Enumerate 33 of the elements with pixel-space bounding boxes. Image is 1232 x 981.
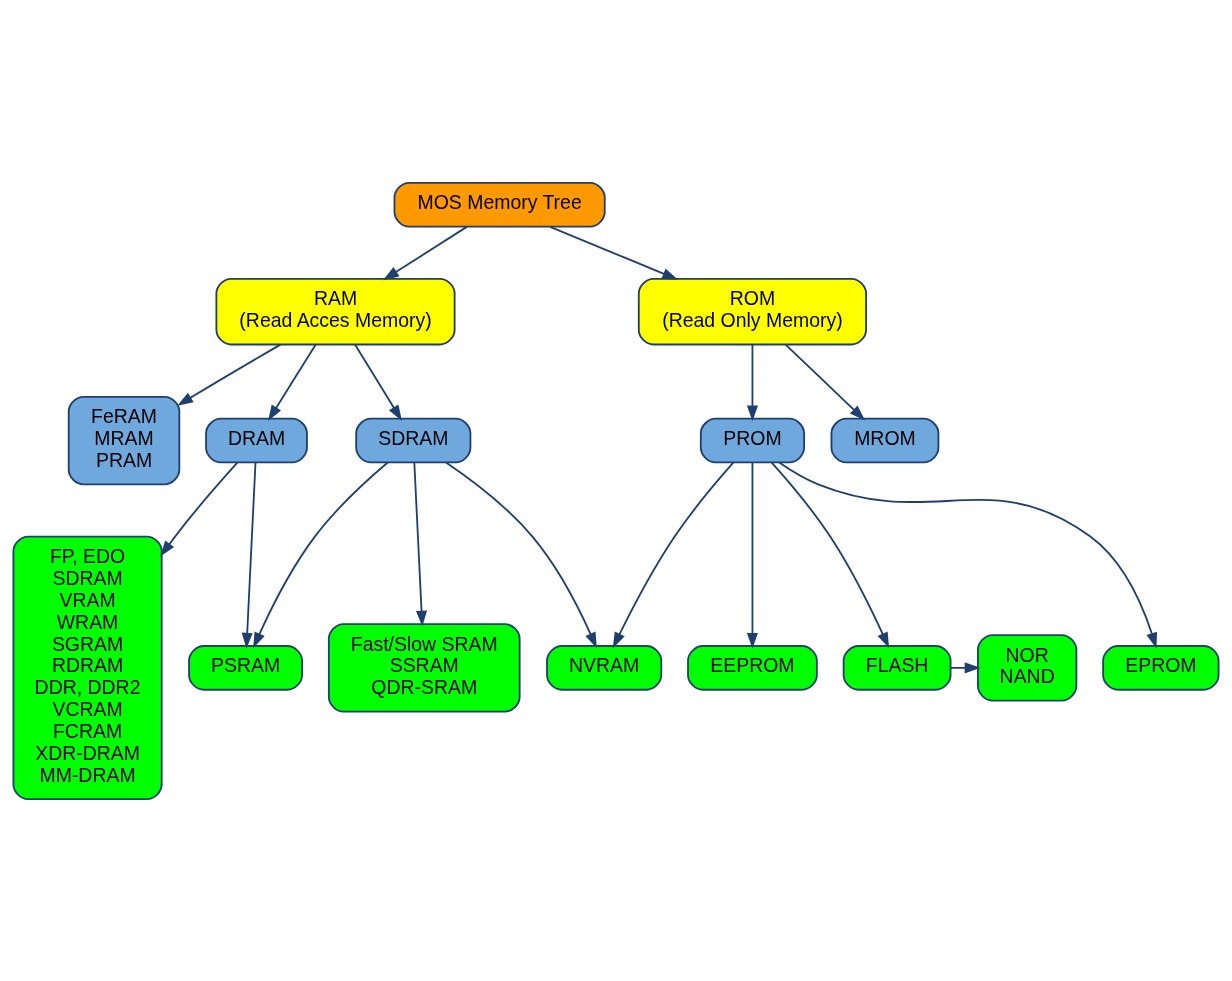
node-box: PSRAM [188,644,303,691]
node-box: NOR NAND [977,633,1078,702]
arrow [950,661,981,673]
node-box: PROM [699,417,805,463]
arrow [177,343,282,406]
node-box: EEPROM [687,644,818,691]
node-box: RAM (Read Acces Memory) [215,277,456,345]
arrow [160,461,239,557]
arrow [549,225,679,280]
arrow [241,461,257,649]
arrow [784,343,866,420]
arrow [383,225,468,280]
arrow [770,461,890,648]
arrow [612,461,735,648]
arrow [354,343,402,421]
node-box: NVRAM [546,644,663,691]
node-box: EPROM [1102,644,1220,691]
arrow [445,461,597,648]
node-box: Fast/Slow SRAM SSRAM QDR-SRAM [327,622,521,713]
arrow [778,461,1158,648]
node-box: MOS Memory Tree [393,181,606,228]
node-box: FP, EDO SDRAM VRAM WRAM SGRAM RDRAM DDR, DDR2 VCRAM FCRAM XDR-DRAM MM-DRAM [12,535,163,800]
arrow [746,343,758,421]
arrow [413,461,428,627]
arrow [253,461,389,648]
node-box: MROM [830,417,940,463]
node-box: FLASH [842,644,952,691]
node-box: DRAM [205,417,308,463]
arrow [268,343,317,421]
arrow [746,461,758,649]
node-box: SDRAM [355,417,472,463]
node-box: FeRAM MRAM PRAM [67,395,181,485]
node-box: ROM (Read Only Memory) [637,277,867,345]
